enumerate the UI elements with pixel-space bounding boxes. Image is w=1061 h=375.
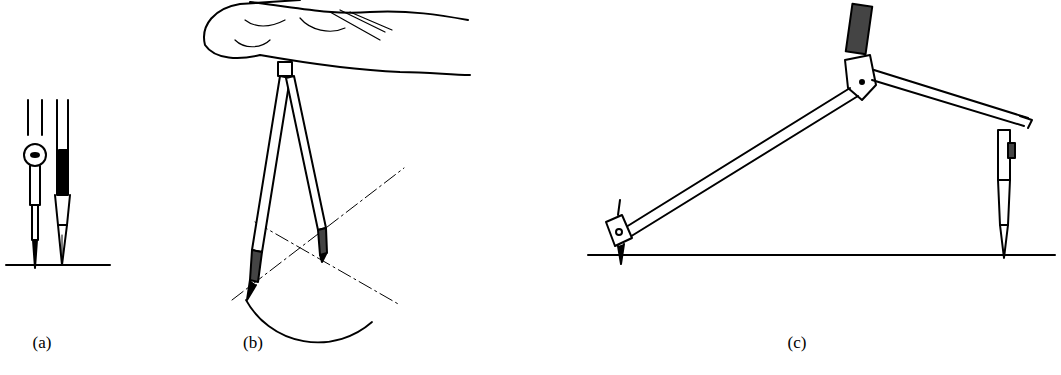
compass-in-hand-b [204,0,470,342]
figure-label: (b) [243,333,263,353]
beam-compass-c [588,4,1055,264]
compass-detail-a [6,100,110,268]
figure-label: (a) [33,333,52,353]
figure-label: (c) [788,333,807,353]
